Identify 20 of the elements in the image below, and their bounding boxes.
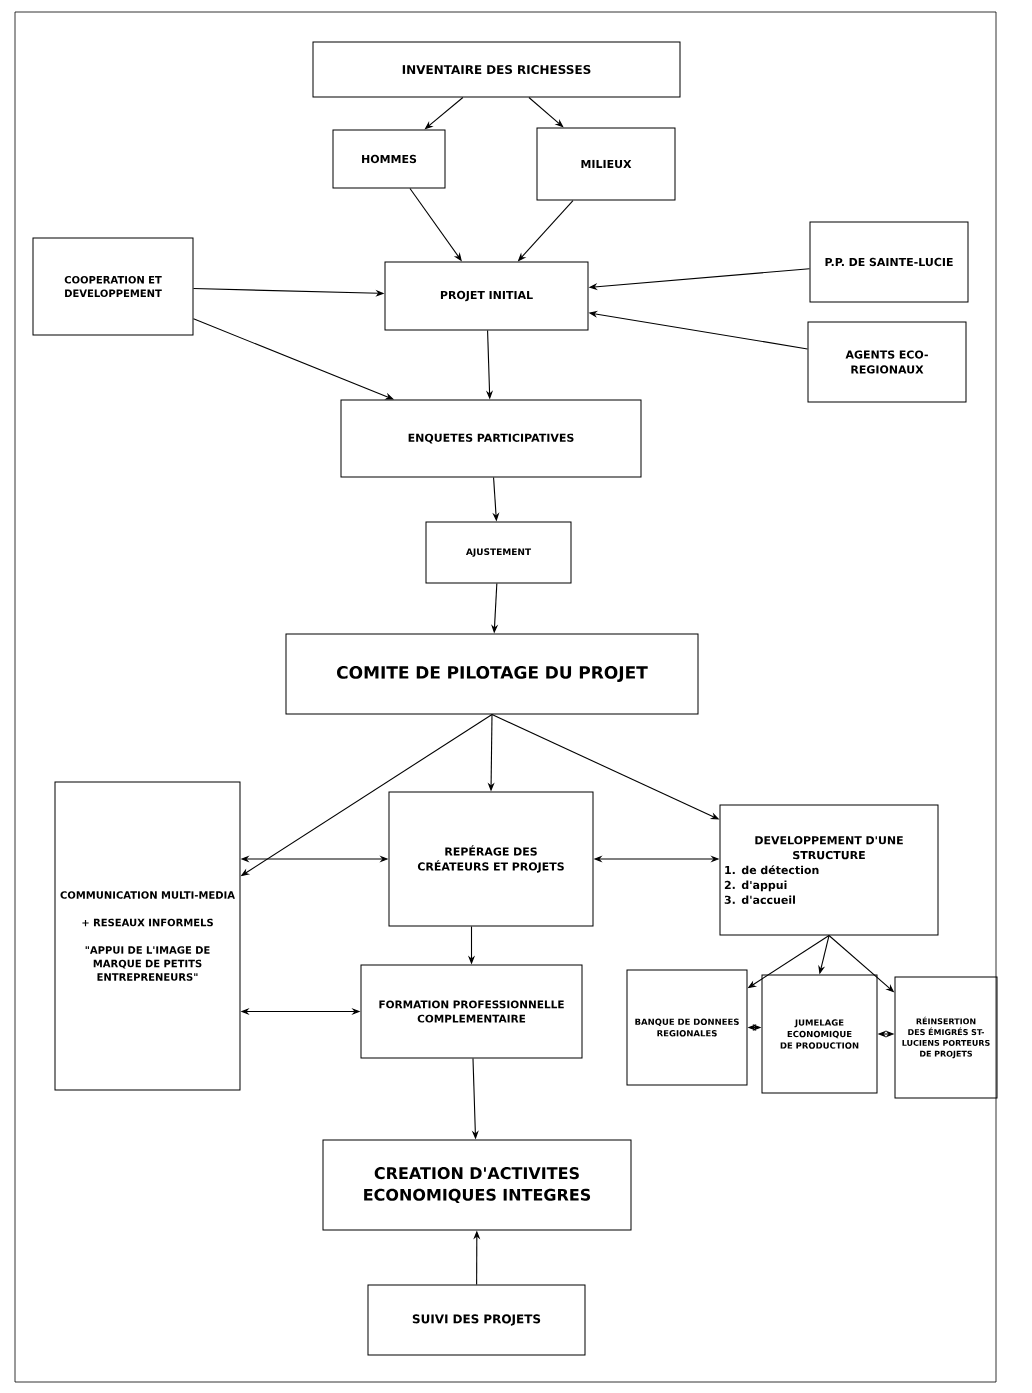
process-box: HOMMES — [332, 129, 446, 189]
process-box: MILIEUX — [536, 127, 676, 201]
process-box: FORMATION PROFESSIONNELLE COMPLEMENTAIRE — [360, 964, 583, 1059]
process-box: SUIVI DES PROJETS — [367, 1284, 586, 1356]
process-box: INVENTAIRE DES RICHESSES — [312, 41, 681, 98]
process-box: P.P. DE SAINTE-LUCIE — [809, 221, 969, 303]
arrow — [528, 96, 564, 128]
process-box: COMITE DE PILOTAGE DU PROJET — [285, 633, 699, 715]
process-box: COOPERATION ET DEVELOPPEMENT — [32, 237, 194, 336]
process-box: RÉINSERTION DES ÉMIGRÉS ST-LUCIENS PORTEURS DE PROJETS — [894, 976, 998, 1099]
process-box: CREATION D'ACTIVITES ECONOMIQUES INTEGRES — [322, 1139, 632, 1231]
process-box: BANQUE DE DONNEES REGIONALES — [626, 969, 748, 1086]
process-box: ENQUETES PARTICIPATIVES — [340, 399, 642, 478]
process-box: DEVELOPPEMENT D'UNE STRUCTURE 1. de détection 2. d'appui 3. d'accueil — [719, 804, 939, 936]
process-box: AJUSTEMENT — [425, 521, 572, 584]
process-box: AGENTS ECO-REGIONAUX — [807, 321, 967, 403]
process-box: COMMUNICATION MULTI-MEDIA + RESEAUX INFORMELS "APPUI DE L'IMAGE DE MARQUE DE PETITS ENTREPRENEURS" — [54, 781, 241, 1091]
process-box: JUMELAGE ECONOMIQUE DE PRODUCTION — [761, 974, 878, 1094]
process-box: PROJET INITIAL — [384, 261, 589, 331]
process-box: REPÉRAGE DES CRÉATEURS ET PROJETS — [388, 791, 594, 927]
